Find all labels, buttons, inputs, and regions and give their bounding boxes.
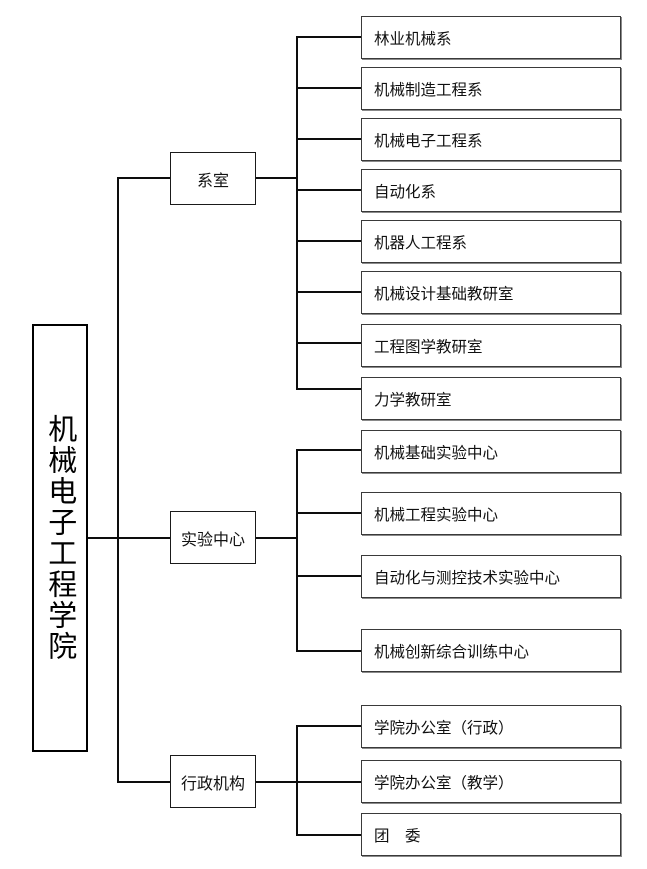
group-node-experiment-centers-label: 实验中心: [180, 529, 245, 549]
leaf-node-label: 机器人工程系: [374, 233, 468, 252]
leaf-node-forestry-machinery[interactable]: 林业机械系: [361, 16, 621, 59]
leaf-node-label: 机械基础实验中心: [374, 443, 499, 462]
connector-root-to-departments: [117, 177, 171, 179]
connector-administration-child-2: [296, 781, 362, 783]
connector-experiment-centers-child-3: [296, 575, 362, 577]
leaf-node-label: 机械制造工程系: [374, 80, 483, 99]
leaf-node-label: 机械工程实验中心: [374, 505, 499, 524]
root-node-label: 机械电子工程学院: [43, 414, 78, 662]
leaf-node-college-office-teaching[interactable]: 学院办公室（教学）: [361, 760, 621, 803]
leaf-node-label: 团 委: [374, 826, 421, 845]
connector-departments-spine: [296, 36, 298, 388]
connector-root-to-administration: [117, 781, 171, 783]
connector-departments-child-2: [296, 87, 362, 89]
connector-departments-child-4: [296, 189, 362, 191]
leaf-node-mechatronic-engineering[interactable]: 机械电子工程系: [361, 118, 621, 161]
leaf-node-label: 自动化系: [374, 182, 437, 201]
connector-root-to-experiment-centers: [117, 537, 171, 539]
connector-departments-child-3: [296, 138, 362, 140]
leaf-node-automation[interactable]: 自动化系: [361, 169, 621, 212]
leaf-node-label: 机械电子工程系: [374, 131, 483, 150]
leaf-node-mechanical-basics-lab[interactable]: 机械基础实验中心: [361, 430, 621, 473]
connector-departments-child-1: [296, 36, 362, 38]
leaf-node-label: 学院办公室（教学）: [374, 773, 514, 792]
group-node-administration-label: 行政机构: [180, 773, 245, 793]
leaf-node-mechanics-teaching[interactable]: 力学教研室: [361, 377, 621, 420]
connector-departments-child-7: [296, 342, 362, 344]
leaf-node-label: 机械设计基础教研室: [374, 284, 514, 303]
leaf-node-label: 工程图学教研室: [374, 337, 483, 356]
leaf-node-label: 自动化与测控技术实验中心: [374, 568, 561, 587]
leaf-node-youth-league-committee[interactable]: 团 委: [361, 813, 621, 856]
connector-experiment-centers-stub: [255, 537, 298, 539]
leaf-node-robotics-engineering[interactable]: 机器人工程系: [361, 220, 621, 263]
connector-experiment-centers-child-4: [296, 650, 362, 652]
connector-experiment-centers-spine: [296, 449, 298, 650]
connector-departments-child-6: [296, 291, 362, 293]
connector-experiment-centers-child-2: [296, 512, 362, 514]
group-node-departments-label: 系室: [196, 170, 229, 190]
connector-administration-spine: [296, 725, 298, 835]
leaf-node-label: 机械创新综合训练中心: [374, 642, 530, 661]
group-node-experiment-centers[interactable]: 实验中心: [170, 511, 256, 564]
leaf-node-machine-design-fundamentals[interactable]: 机械设计基础教研室: [361, 271, 621, 314]
leaf-node-manufacturing-engineering[interactable]: 机械制造工程系: [361, 67, 621, 110]
connector-root-spine: [117, 177, 119, 783]
connector-administration-child-3: [296, 834, 362, 836]
group-node-departments[interactable]: 系室: [170, 152, 256, 205]
connector-root-stub: [88, 537, 118, 539]
root-node[interactable]: 机械电子工程学院: [32, 324, 88, 752]
connector-departments-child-8: [296, 388, 362, 390]
leaf-node-engineering-graphics[interactable]: 工程图学教研室: [361, 324, 621, 367]
group-node-administration[interactable]: 行政机构: [170, 755, 256, 808]
leaf-node-automation-measurement-lab[interactable]: 自动化与测控技术实验中心: [361, 555, 621, 598]
leaf-node-label: 力学教研室: [374, 390, 452, 409]
leaf-node-college-office-administrative[interactable]: 学院办公室（行政）: [361, 705, 621, 748]
connector-departments-stub: [255, 177, 298, 179]
leaf-node-mechanical-innovation-training-center[interactable]: 机械创新综合训练中心: [361, 629, 621, 672]
leaf-node-label: 林业机械系: [374, 29, 452, 48]
leaf-node-label: 学院办公室（行政）: [374, 718, 514, 737]
connector-administration-child-1: [296, 725, 362, 727]
connector-administration-stub: [255, 781, 298, 783]
leaf-node-mechanical-engineering-lab[interactable]: 机械工程实验中心: [361, 492, 621, 535]
connector-experiment-centers-child-1: [296, 449, 362, 451]
connector-departments-child-5: [296, 240, 362, 242]
